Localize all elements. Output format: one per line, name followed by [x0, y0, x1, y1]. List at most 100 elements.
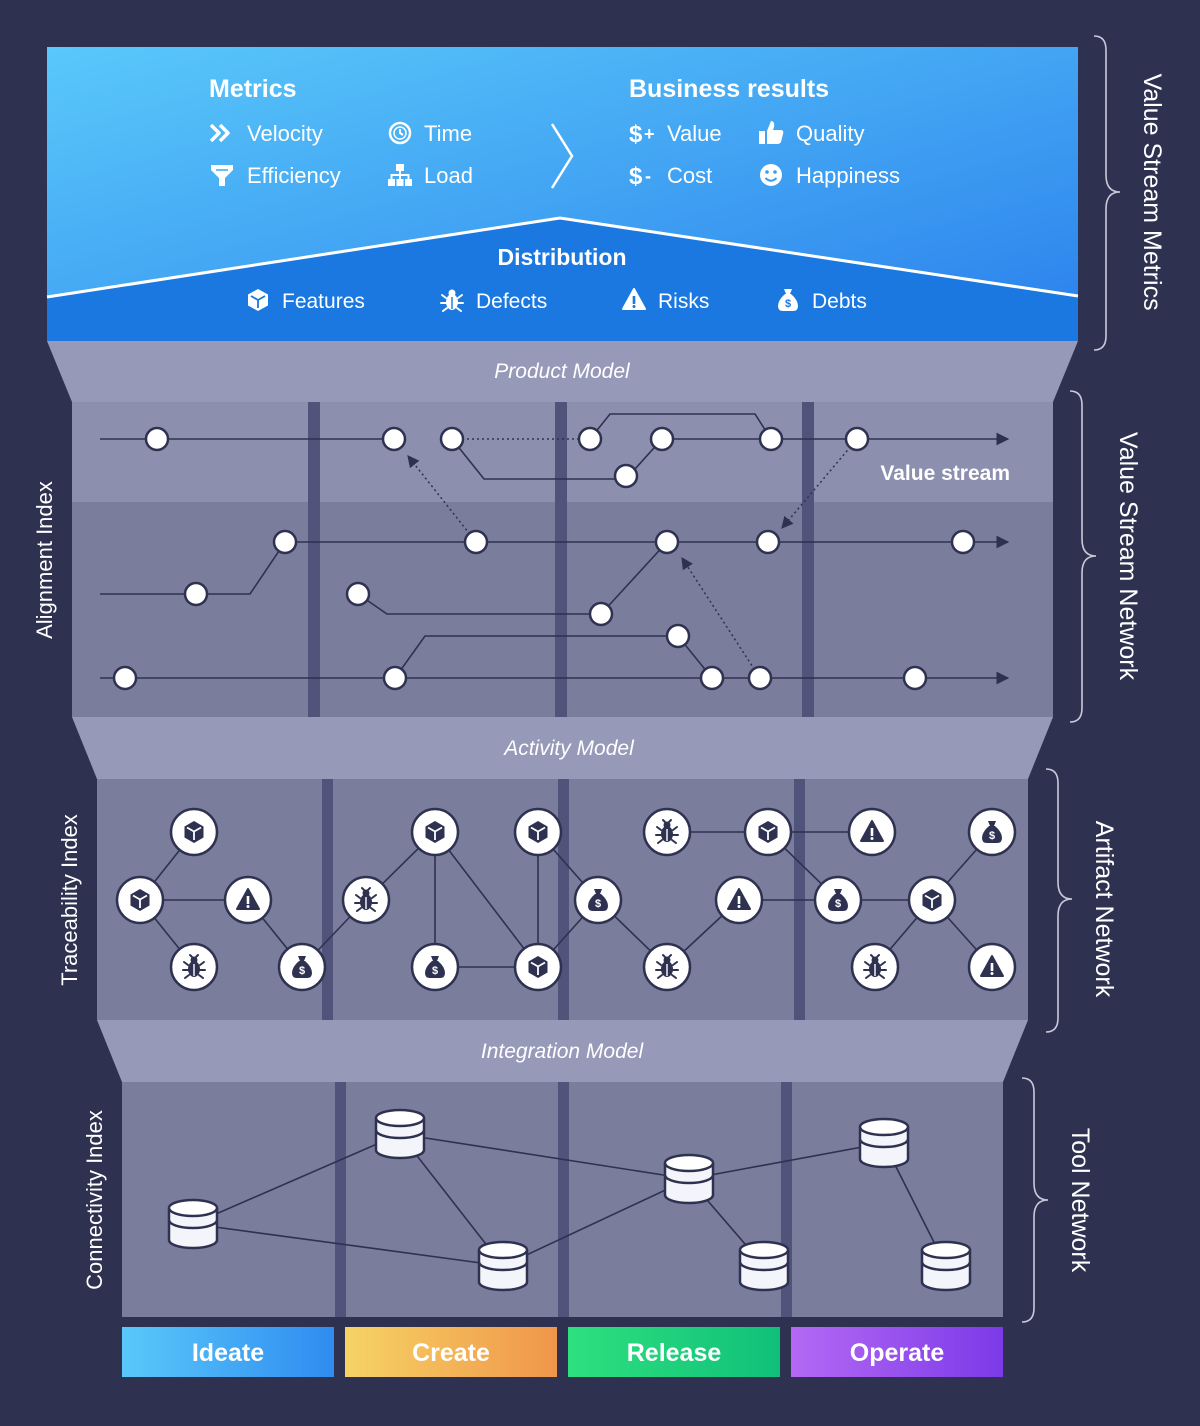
work-item-node[interactable] [183, 581, 209, 607]
distribution-roof-line [46, 216, 1079, 299]
bug-icon[interactable] [642, 942, 692, 992]
activity-model-band [72, 717, 1053, 779]
distribution-defects-label: Defects [476, 290, 547, 313]
work-item-node[interactable] [902, 665, 928, 691]
cube-icon[interactable] [410, 807, 460, 857]
work-item-node[interactable] [665, 623, 691, 649]
cube-icon[interactable] [169, 807, 219, 857]
metric-efficiency-label: Efficiency [247, 163, 341, 188]
work-item-node[interactable] [758, 426, 784, 452]
work-item-node[interactable] [463, 529, 489, 555]
integration-model-label: Integration Model [481, 1040, 645, 1063]
bug-icon[interactable] [169, 942, 219, 992]
work-item-node[interactable] [439, 426, 465, 452]
work-item-node[interactable] [144, 426, 170, 452]
stage-create[interactable]: Create [345, 1327, 557, 1377]
cube-icon[interactable] [513, 807, 563, 857]
dependency-links [407, 438, 858, 679]
funnel-icon [211, 165, 233, 186]
database-icon[interactable] [920, 1240, 972, 1292]
double-chevron-icon [209, 123, 230, 143]
value-stream-metrics-brace [1093, 35, 1121, 351]
database-icon[interactable] [738, 1240, 790, 1292]
work-item-node[interactable] [588, 601, 614, 627]
cube-icon[interactable] [513, 942, 563, 992]
thumbs-up-icon [759, 121, 784, 144]
distribution-band [47, 218, 1078, 341]
database-icon[interactable] [858, 1117, 910, 1169]
business-quality-label: Quality [796, 121, 864, 146]
stage-divider [322, 779, 333, 1020]
cube-icon [248, 289, 268, 311]
distribution-title: Distribution [497, 244, 626, 270]
work-item-node[interactable] [112, 665, 138, 691]
database-icon[interactable] [477, 1240, 529, 1292]
metric-time-label: Time [424, 121, 472, 146]
artifact-network-label: Artifact Network [1090, 821, 1118, 998]
warning-icon[interactable] [714, 875, 764, 925]
stage-divider [781, 1082, 792, 1317]
hierarchy-icon [388, 164, 412, 186]
work-item-node[interactable] [654, 529, 680, 555]
work-item-node[interactable] [699, 665, 725, 691]
money-bag-icon[interactable] [410, 942, 460, 992]
work-item-node[interactable] [844, 426, 870, 452]
database-icon[interactable] [167, 1198, 219, 1250]
activity-model-label: Activity Model [502, 737, 635, 760]
traceability-index-label: Traceability Index [57, 814, 82, 986]
stage-ideate[interactable]: Ideate [122, 1327, 334, 1377]
work-item-node[interactable] [345, 581, 371, 607]
money-bag-icon[interactable] [573, 875, 623, 925]
metrics-title: Metrics [209, 75, 297, 103]
work-item-node[interactable] [649, 426, 675, 452]
stage-operate[interactable]: Operate [791, 1327, 1003, 1377]
stage-divider [308, 402, 320, 717]
money-bag-icon[interactable] [277, 942, 327, 992]
dollar-plus-icon: $ + [629, 121, 655, 148]
stage-divider [558, 1082, 569, 1317]
database-icon[interactable] [663, 1153, 715, 1205]
artifact-network-brace [1045, 768, 1073, 1033]
cube-icon[interactable] [115, 875, 165, 925]
work-item-node[interactable] [272, 529, 298, 555]
distribution-features-label: Features [282, 290, 365, 313]
work-item-node[interactable] [613, 463, 639, 489]
work-item-node[interactable] [950, 529, 976, 555]
work-item-node[interactable] [755, 529, 781, 555]
work-item-node[interactable] [381, 426, 407, 452]
stage-divider [555, 402, 567, 717]
svg-text:$: $ [785, 298, 791, 310]
stage-bar: Ideate Create Release Operate [122, 1327, 1003, 1377]
artifact-nodes [115, 807, 1017, 992]
stage-release-label: Release [627, 1339, 722, 1367]
database-icon[interactable] [374, 1108, 426, 1160]
chevron-right-icon [550, 123, 574, 189]
work-item-node[interactable] [577, 426, 603, 452]
work-item-node[interactable] [747, 665, 773, 691]
money-bag-icon[interactable] [813, 875, 863, 925]
bug-icon[interactable] [341, 875, 391, 925]
metrics-header: Metrics Velocity Time Efficiency Load Bu… [46, 47, 1079, 341]
warning-icon[interactable] [967, 942, 1017, 992]
work-item-node[interactable] [382, 665, 408, 691]
business-cost-label: Cost [667, 163, 712, 188]
cube-icon[interactable] [743, 807, 793, 857]
bug-icon[interactable] [850, 942, 900, 992]
value-stream-network-brace [1069, 390, 1097, 723]
cube-icon[interactable] [907, 875, 957, 925]
clock-icon [388, 121, 412, 145]
bug-icon[interactable] [642, 807, 692, 857]
warning-icon[interactable] [223, 875, 273, 925]
tool-network-brace [1021, 1077, 1049, 1323]
value-stream-label: Value stream [880, 462, 1010, 485]
product-model-band [47, 341, 1078, 402]
money-bag-icon[interactable] [967, 807, 1017, 857]
stage-ideate-label: Ideate [192, 1339, 264, 1367]
warning-icon [622, 288, 646, 310]
warning-icon[interactable] [847, 807, 897, 857]
metric-load-label: Load [424, 163, 473, 188]
distribution-debts-label: Debts [812, 290, 867, 313]
stage-release[interactable]: Release [568, 1327, 780, 1377]
value-stream-network: Value stream [72, 402, 1053, 717]
